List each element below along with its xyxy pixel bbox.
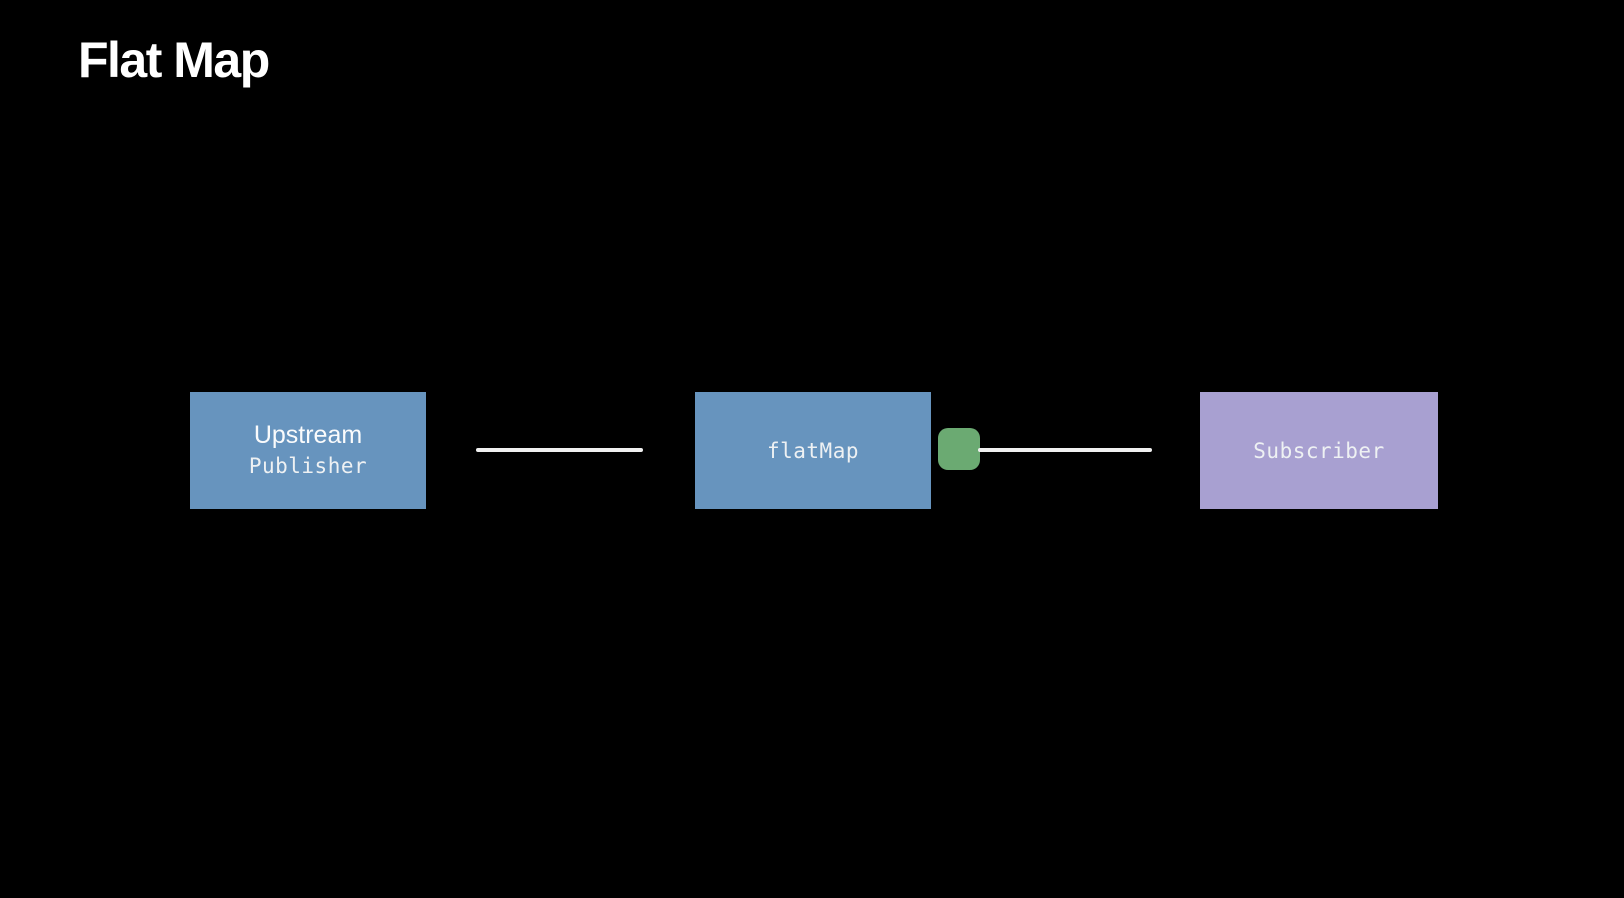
slide-title: Flat Map (78, 32, 270, 88)
upstream-node-title: Upstream (253, 421, 363, 449)
node-upstream-publisher: Upstream Publisher (190, 392, 426, 509)
connector-upstream-to-flatmap (476, 448, 643, 452)
connector-flatmap-to-subscriber (978, 448, 1152, 452)
node-flatmap-operator: flatMap (695, 392, 931, 509)
flatmap-node-title: flatMap (766, 438, 859, 463)
subscriber-node-title: Subscriber (1253, 438, 1385, 463)
flatmap-output-value-marker (938, 428, 980, 470)
node-subscriber: Subscriber (1200, 392, 1438, 509)
upstream-node-subtitle: Publisher (248, 454, 368, 478)
